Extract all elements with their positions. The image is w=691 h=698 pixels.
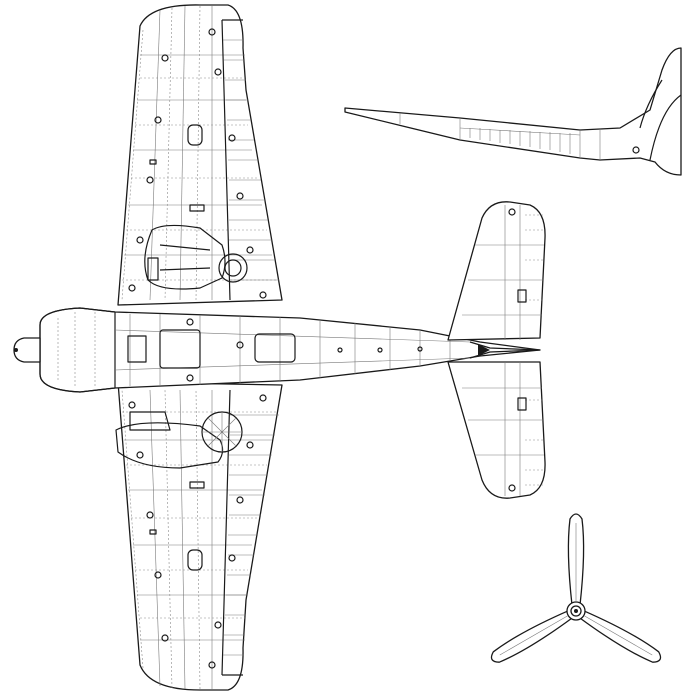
fuselage (13, 307, 541, 393)
upper-wing (117, 4, 283, 306)
three-blade-propeller-view (490, 513, 662, 663)
lower-wing (115, 381, 283, 691)
wing-front-elevation-view (344, 47, 682, 176)
aircraft-planform-view (13, 4, 546, 691)
horizontal-stabilizer (447, 201, 546, 499)
